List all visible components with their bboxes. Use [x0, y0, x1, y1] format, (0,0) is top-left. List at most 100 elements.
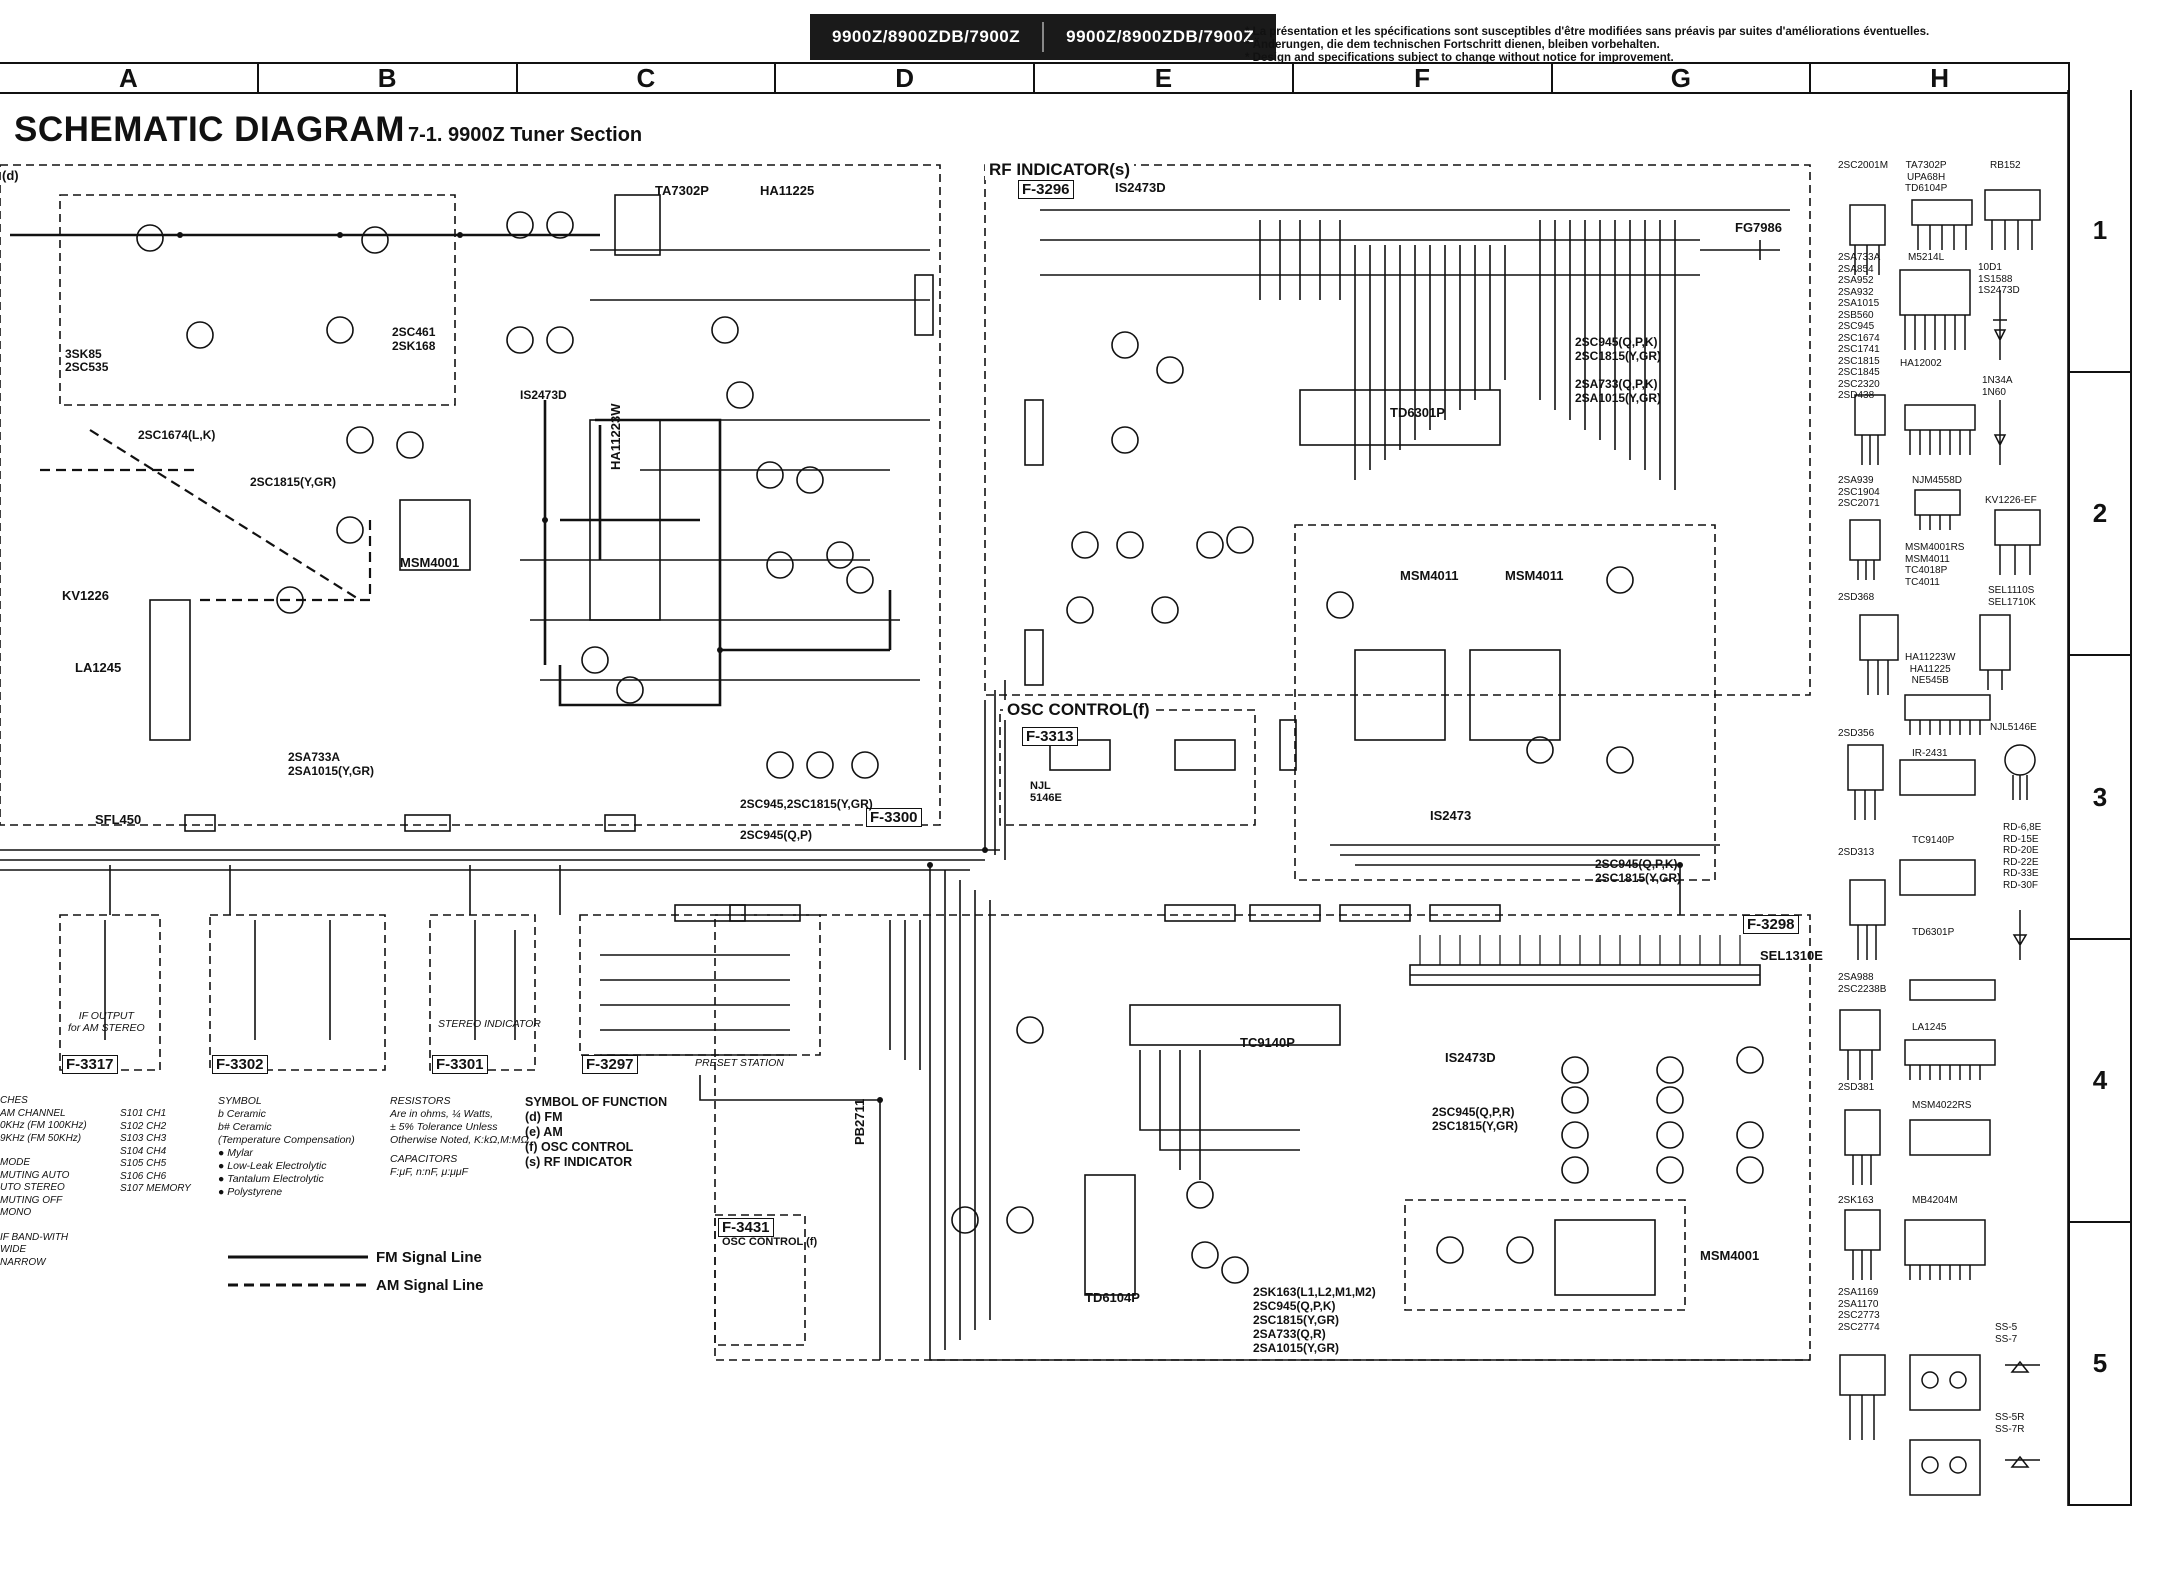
legend-line: MODE [0, 1157, 30, 1168]
note-2sc945-d: 2SC945(Q,P,K) 2SC1815(Y,GR) [1595, 857, 1682, 885]
diagram-subtitle: 7-1. 9900Z Tuner Section [408, 124, 643, 146]
part-td6301p: TD6301P [1912, 927, 1955, 938]
ic-la1245: LA1245 [75, 660, 122, 675]
model-badge-1: 9900Z/8900ZDB/7900Z [832, 27, 1021, 46]
board-label-f3313: F-3313 [1022, 727, 1078, 746]
board-label-f3296: F-3296 [1018, 180, 1074, 199]
legend-line: 9KHz (FM 50KHz) [0, 1132, 82, 1144]
legend-line: (d) FM [525, 1110, 563, 1124]
row-ruler: 1 2 3 4 5 [2068, 90, 2132, 1507]
ic-msm4011-a: MSM4011 [1400, 568, 1459, 583]
ic-njl5146e: NJL 5146E [1030, 780, 1062, 804]
part-2sd313: 2SD313 [1838, 847, 1875, 858]
note-is2473d: IS2473D [520, 388, 567, 402]
legend-line: S104 CH4 [120, 1145, 167, 1157]
diagram-title: SCHEMATIC DIAGRAM [14, 110, 405, 149]
note-2sa733: 2SA733(Q,P,K) 2SA1015(Y,GR) [1575, 377, 1662, 405]
column-ruler: A B C D E F G H [0, 62, 2070, 94]
if-output-label: IF OUTPUT for AM STEREO [68, 1010, 145, 1034]
part-mb4204m: MB4204M [1912, 1195, 1958, 1206]
legend-line: NARROW [0, 1256, 46, 1268]
part-2sd368: 2SD368 [1838, 592, 1875, 603]
legend-line: ± 5% Tolerance Unless [390, 1121, 498, 1133]
preset-station-label: PRESET STATION [695, 1057, 784, 1069]
column-label: D [776, 63, 1035, 93]
legend-heading: CAPACITORS [390, 1153, 458, 1165]
fm-section-marker: (d) [2, 168, 19, 183]
legend-line: S107 MEMORY [120, 1183, 191, 1194]
ic-tc9140p: TC9140P [1240, 1035, 1295, 1050]
part-sel1110s-group: SEL1110S SEL1710K [1988, 585, 2036, 608]
legend-line: MUTING OFF [0, 1194, 63, 1206]
part-rb152: RB152 [1990, 160, 2021, 171]
ic-msm4001-b: MSM4001 [1700, 1248, 1760, 1263]
note-2sc945-b: 2SC945(Q,P) [740, 828, 813, 842]
rf-indicator-section-label: RF INDICATOR(s) [985, 160, 1135, 180]
part-njl5146e: NJL5146E [1990, 722, 2037, 733]
part-2sc2001m: 2SC2001M [1838, 160, 1889, 171]
part-2sd356: 2SD356 [1838, 728, 1875, 739]
board-label-f3317: F-3317 [62, 1055, 118, 1074]
part-rd-group: RD-6,8E RD-15E RD-20E RD-22E RD-33E RD-3… [2003, 822, 2042, 891]
column-label: E [1035, 63, 1294, 93]
legend-line: 0KHz (FM 100KHz) [0, 1120, 87, 1131]
part-2sa733a-group: 2SA733A 2SA854 2SA952 2SA932 2SA1015 2SB… [1838, 252, 1881, 401]
ic-sfl450: SFL450 [95, 812, 142, 827]
column-label: C [518, 63, 777, 93]
osc-control-section-label: OSC CONTROL(f) [1003, 700, 1154, 720]
switch-code-legend: S101 CH1 S102 CH2 S103 CH3 S104 CH4 S105… [120, 1108, 191, 1196]
ic-is2473d-top: IS2473D [1115, 180, 1166, 195]
legend-heading: SYMBOL [218, 1095, 262, 1107]
part-ir-2431: IR-2431 [1912, 748, 1948, 759]
part-2sa1169-group: 2SA1169 2SA1170 2SC2773 2SC2774 [1838, 1287, 1880, 1333]
legend-line: WIDE [0, 1244, 27, 1255]
part-ha11223w-group: HA11223W HA11225 NE545B [1905, 652, 1956, 686]
legend-line: UTO STEREO [0, 1182, 65, 1193]
part-ss-5r: SS-5R SS-7R [1995, 1412, 2025, 1435]
ic-ta7302p: TA7302P [655, 183, 709, 198]
ic-is2473d-mid: IS2473D [1445, 1050, 1496, 1065]
legend-line: ● Low-Leak Electrolytic [218, 1160, 327, 1172]
part-tc9140p: TC9140P [1912, 835, 1955, 846]
part-ha12002: HA12002 [1900, 358, 1942, 369]
legend-line: (f) OSC CONTROL [525, 1140, 634, 1154]
part-2sa939-group: 2SA939 2SC1904 2SC2071 [1838, 475, 1880, 509]
function-legend: SYMBOL OF FUNCTION (d) FM (e) AM (f) OSC… [525, 1095, 667, 1170]
symbol-legend: SYMBOL b Ceramic b# Ceramic (Temperature… [218, 1095, 355, 1199]
note-2sc1674: 2SC1674(L,K) [138, 428, 216, 442]
note-2sc945-a: 2SC945,2SC1815(Y,GR) [740, 797, 873, 811]
part-2sk163: 2SK163 [1838, 1195, 1874, 1206]
legend-line: F:μF, n:nF, μ:μμF [390, 1166, 469, 1178]
note-2sc461: 2SC461 2SK168 [392, 325, 436, 353]
legend-line: S101 CH1 [120, 1108, 167, 1119]
legend-line: b Ceramic [218, 1108, 266, 1120]
part-2sd381: 2SD381 [1838, 1082, 1875, 1093]
ic-pb2711: PB2711 [852, 1098, 867, 1145]
part-msm4022rs: MSM4022RS [1912, 1100, 1972, 1111]
ic-msm4001-a: MSM4001 [400, 555, 460, 570]
ic-kv1226: KV1226 [62, 588, 109, 603]
part-2sa988-group: 2SA988 2SC2238B [1838, 972, 1887, 995]
legend-line: Otherwise Noted, K:kΩ,M:MΩ [390, 1134, 529, 1146]
row-label: 4 [2070, 940, 2130, 1223]
column-label: F [1294, 63, 1553, 93]
model-badge-2: 9900Z/8900ZDB/7900Z [1066, 27, 1255, 46]
model-badge-separator [1042, 22, 1045, 52]
ic-ha11223w: HA11223W [608, 403, 623, 470]
row-label: 2 [2070, 373, 2130, 657]
fm-signal-line-label: FM Signal Line [376, 1249, 482, 1266]
part-ss-5: SS-5 SS-7 [1995, 1322, 2018, 1345]
part-10d1-group: 10D1 1S1588 1S2473D [1978, 262, 2020, 296]
part-ta7302p: TA7302P UPA68H TD6104P [1905, 160, 1948, 194]
ic-ha11225: HA11225 [760, 183, 815, 198]
legend-line: CHES [0, 1095, 28, 1106]
legend-line: S105 CH5 [120, 1158, 167, 1169]
legend-line: b# Ceramic [218, 1121, 272, 1133]
note-2sk163: 2SK163(L1,L2,M1,M2) 2SC945(Q,P,K) 2SC181… [1253, 1285, 1376, 1355]
legend-line: S106 CH6 [120, 1170, 167, 1182]
legend-spacer [0, 1145, 87, 1157]
am-signal-line-label: AM Signal Line [376, 1277, 484, 1294]
notice-en: * Design and specifications subject to c… [1245, 52, 1674, 64]
ic-sel1310e: SEL1310E [1760, 948, 1823, 963]
part-kv1226-ef: KV1226-EF [1985, 495, 2037, 506]
